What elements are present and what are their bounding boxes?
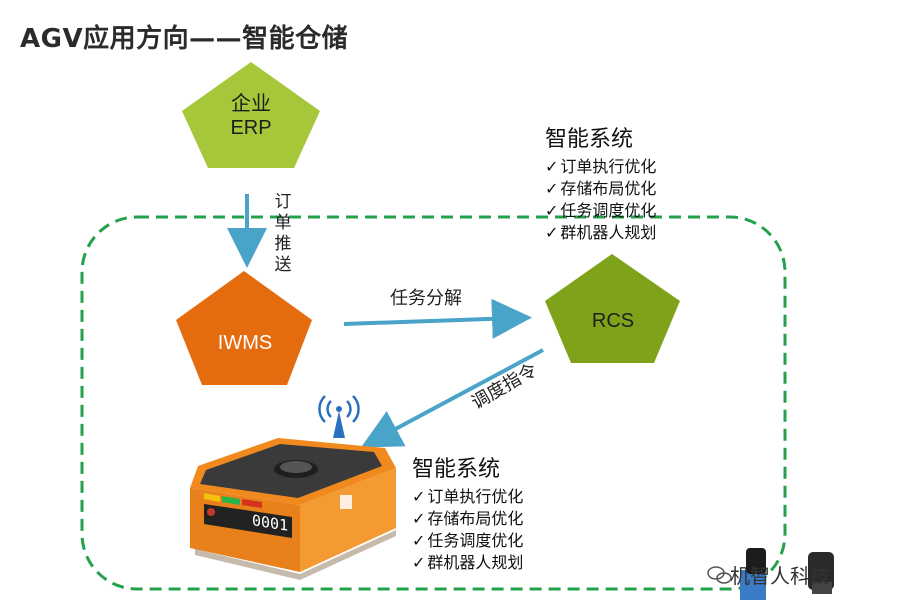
wechat-icon xyxy=(707,566,732,584)
check-icon: ✓ xyxy=(412,531,426,550)
check-icon: ✓ xyxy=(545,223,559,242)
rcs-node: RCS xyxy=(591,310,635,332)
page-title: AGV应用方向——智能仓储 xyxy=(20,24,349,54)
system-boundary xyxy=(80,215,787,591)
edge-label-char: 送 xyxy=(274,255,292,275)
feature-item-text: 群机器人规划 xyxy=(427,553,524,572)
feature-item: ✓任务调度优化 xyxy=(545,200,656,222)
arrow-rcs-to-robot xyxy=(360,348,544,448)
feature-heading: 智能系统 xyxy=(545,127,634,152)
feature-item-text: 任务调度优化 xyxy=(427,531,524,550)
feature-item-text: 存储布局优化 xyxy=(560,179,657,198)
erp-node-line1: 企业 xyxy=(231,93,271,115)
feature-item-text: 任务调度优化 xyxy=(560,201,657,220)
feature-item: ✓存储布局优化 xyxy=(412,508,523,530)
feature-item-text: 订单执行优化 xyxy=(427,487,524,506)
feature-list-top: 智能系统 ✓订单执行优化 ✓存储布局优化 ✓任务调度优化 ✓群机器人规划 xyxy=(545,126,656,244)
edge-label-order-push: 订 单 推 送 xyxy=(272,192,294,276)
feature-item: ✓存储布局优化 xyxy=(545,178,656,200)
check-icon: ✓ xyxy=(412,509,426,528)
wireless-signal-icon xyxy=(318,395,360,438)
feature-item: ✓群机器人规划 xyxy=(412,552,523,574)
erp-node-line2: ERP xyxy=(230,117,272,139)
check-icon: ✓ xyxy=(412,487,426,506)
feature-item: ✓订单执行优化 xyxy=(412,486,523,508)
watermark-text: 机智人科技 xyxy=(730,566,830,588)
lidar-sensor-image xyxy=(740,548,834,600)
iwms-node: IWMS xyxy=(217,332,273,354)
check-icon: ✓ xyxy=(545,179,559,198)
feature-item: ✓群机器人规划 xyxy=(545,222,656,244)
feature-item-text: 存储布局优化 xyxy=(427,509,524,528)
erp-node-shape xyxy=(182,62,320,168)
erp-node: 企业 ERP xyxy=(208,92,294,140)
edge-label-task-split: 任务分解 xyxy=(390,288,462,309)
feature-item: ✓订单执行优化 xyxy=(545,156,656,178)
check-icon: ✓ xyxy=(545,157,559,176)
edge-label-char: 推 xyxy=(274,234,292,254)
feature-heading: 智能系统 xyxy=(412,457,501,482)
iwms-node-shape xyxy=(176,271,312,385)
rcs-node-shape xyxy=(545,254,680,363)
feature-item-text: 订单执行优化 xyxy=(560,157,657,176)
edge-label-char: 订 xyxy=(274,192,292,212)
check-icon: ✓ xyxy=(412,553,426,572)
arrow-iwms-to-rcs xyxy=(343,298,532,339)
feature-item: ✓任务调度优化 xyxy=(412,530,523,552)
feature-item-text: 群机器人规划 xyxy=(560,223,657,242)
check-icon: ✓ xyxy=(545,201,559,220)
feature-list-bottom: 智能系统 ✓订单执行优化 ✓存储布局优化 ✓任务调度优化 ✓群机器人规划 xyxy=(412,456,523,574)
edge-label-char: 单 xyxy=(274,213,292,233)
agv-robot-image xyxy=(190,438,396,580)
